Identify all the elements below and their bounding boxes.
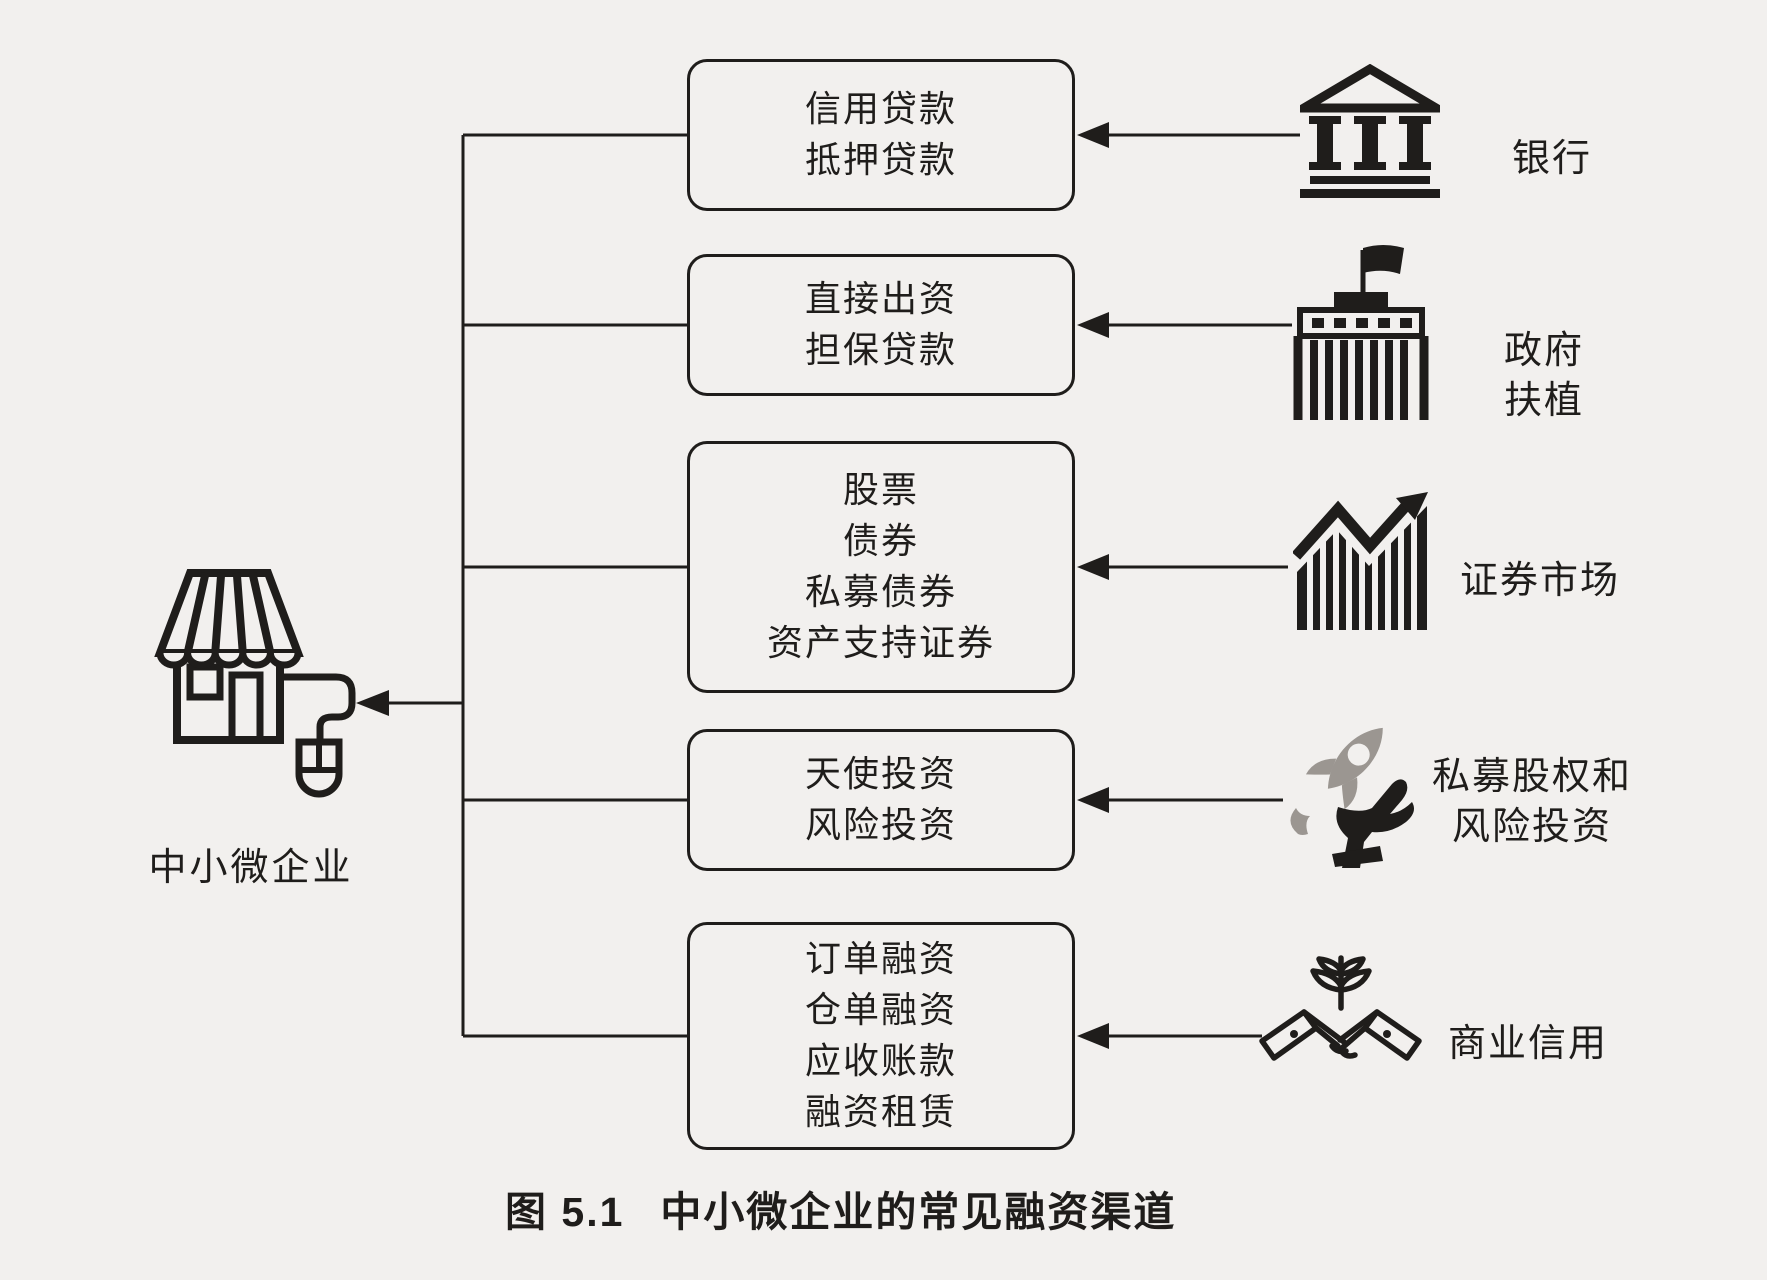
box-line: 订单融资 <box>804 939 957 979</box>
source-label-commercial-credit: 商业信用 <box>1448 1019 1608 1069</box>
rocket-in-hand-icon <box>1290 727 1414 868</box>
box-line: 仓单融资 <box>804 990 957 1030</box>
source-label-government: 政府 扶植 <box>1504 326 1584 426</box>
growth-arrowhead <box>1396 492 1428 520</box>
left-sleeve <box>1259 1009 1319 1061</box>
exhaust-puff <box>1290 808 1310 835</box>
channel-box-angel-venture: 天使投资 风险投资 <box>687 729 1075 871</box>
source-label-line: 商业信用 <box>1448 1023 1609 1065</box>
arrowhead-box3 <box>1077 554 1109 580</box>
open-hand <box>1332 779 1414 868</box>
enterprise-label: 中小微企业 <box>148 847 354 889</box>
storefront-mouse-icon <box>154 569 356 798</box>
arrowhead-box1 <box>1077 122 1109 148</box>
enterprise-node <box>140 556 390 806</box>
stock-chart-icon <box>1293 492 1428 632</box>
figure-caption: 图 5.1 中小微企业的常见融资渠道 <box>505 1178 1176 1238</box>
source-securities-market <box>1293 492 1431 632</box>
box-line: 股票 <box>842 470 919 510</box>
box-line: 融资租赁 <box>804 1092 957 1132</box>
channel-box-government-funding: 直接出资 担保贷款 <box>687 254 1075 396</box>
source-government <box>1288 240 1434 422</box>
right-sleeve <box>1362 1009 1422 1061</box>
source-label-securities: 证券市场 <box>1460 556 1620 606</box>
government-building-icon <box>1293 245 1429 420</box>
box-line: 抵押贷款 <box>804 140 957 180</box>
box-line: 债券 <box>842 521 919 561</box>
box-line: 风险投资 <box>804 805 957 845</box>
source-commercial-credit <box>1258 946 1423 1088</box>
channel-box-bank-loans: 信用贷款 抵押贷款 <box>687 59 1075 211</box>
arrowhead-box5 <box>1077 1023 1109 1049</box>
box-line: 直接出资 <box>804 279 957 319</box>
arrowhead-box4 <box>1077 787 1109 813</box>
bank-icon <box>1300 64 1440 198</box>
source-private-equity <box>1286 710 1428 868</box>
box-line: 天使投资 <box>804 754 957 794</box>
source-label-line: 银行 <box>1512 138 1593 180</box>
box-line: 担保贷款 <box>804 330 957 370</box>
handshake-plant-icon <box>1259 955 1422 1061</box>
box-line: 私募债券 <box>804 572 957 612</box>
source-label-line: 证券市场 <box>1460 560 1621 602</box>
channel-box-trade-finance: 订单融资 仓单融资 应收账款 融资租赁 <box>687 922 1075 1150</box>
arrowhead-box2 <box>1077 312 1109 338</box>
channel-box-securities: 股票 债券 私募债券 资产支持证券 <box>687 441 1075 693</box>
source-bank <box>1300 64 1440 198</box>
source-label-line: 政府 <box>1504 330 1585 372</box>
box-line: 资产支持证券 <box>766 623 995 663</box>
figure-title: 中小微企业的常见融资渠道 <box>660 1189 1177 1235</box>
arrowhead-to-enterprise <box>356 690 389 716</box>
box-line: 信用贷款 <box>804 89 957 129</box>
source-label-bank: 银行 <box>1512 134 1592 184</box>
source-label-line: 扶植 <box>1504 380 1585 422</box>
box-line: 应收账款 <box>804 1041 957 1081</box>
flag <box>1363 245 1404 274</box>
figure-number: 图 5.1 <box>505 1189 625 1235</box>
rocket <box>1290 727 1383 835</box>
source-label-pevc: 私募股权和 风险投资 <box>1432 752 1632 852</box>
source-label-line: 风险投资 <box>1452 806 1613 848</box>
source-label-line: 私募股权和 <box>1432 756 1633 798</box>
